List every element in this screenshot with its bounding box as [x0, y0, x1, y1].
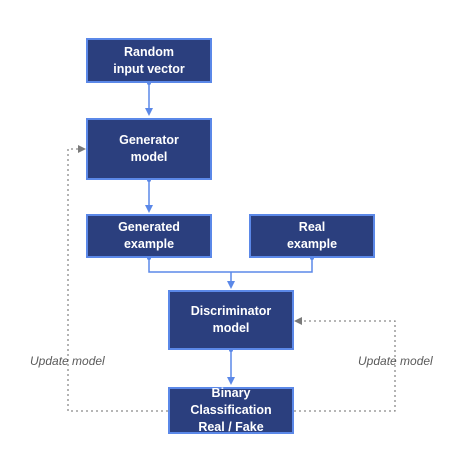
node-discriminator-line1: Discriminator [190, 304, 272, 318]
node-random-input-line1: Random [124, 44, 174, 59]
label-update-model-right: Update model [358, 354, 433, 368]
node-real-line2: example [286, 237, 338, 251]
connector-examples-merge [148, 258, 313, 273]
label-update-model-left: Update model [30, 354, 105, 368]
node-generated-line1: Generated [118, 220, 180, 234]
node-classification-line1: Binary Classification [190, 386, 272, 417]
feedback-loop-discriminator [294, 320, 396, 412]
node-generator-line2: model [130, 150, 168, 164]
node-real-example: Real example [249, 214, 375, 258]
node-random-input-line2: input vector [113, 61, 185, 76]
node-discriminator-line2: model [212, 321, 250, 335]
node-generated-example: Generated example [86, 214, 212, 258]
node-classification-line2: Real / Fake [198, 420, 264, 434]
node-generator-line1: Generator [119, 133, 179, 147]
node-generator-model: Generator model [86, 118, 212, 180]
node-generated-line2: example [123, 237, 175, 251]
feedback-loop-generator [67, 148, 168, 412]
node-binary-classification: Binary Classification Real / Fake [168, 386, 294, 434]
node-random-input-vector: Random input vector [86, 38, 212, 83]
node-real-line1: Real [298, 220, 326, 234]
node-discriminator-model: Discriminator model [168, 290, 294, 350]
